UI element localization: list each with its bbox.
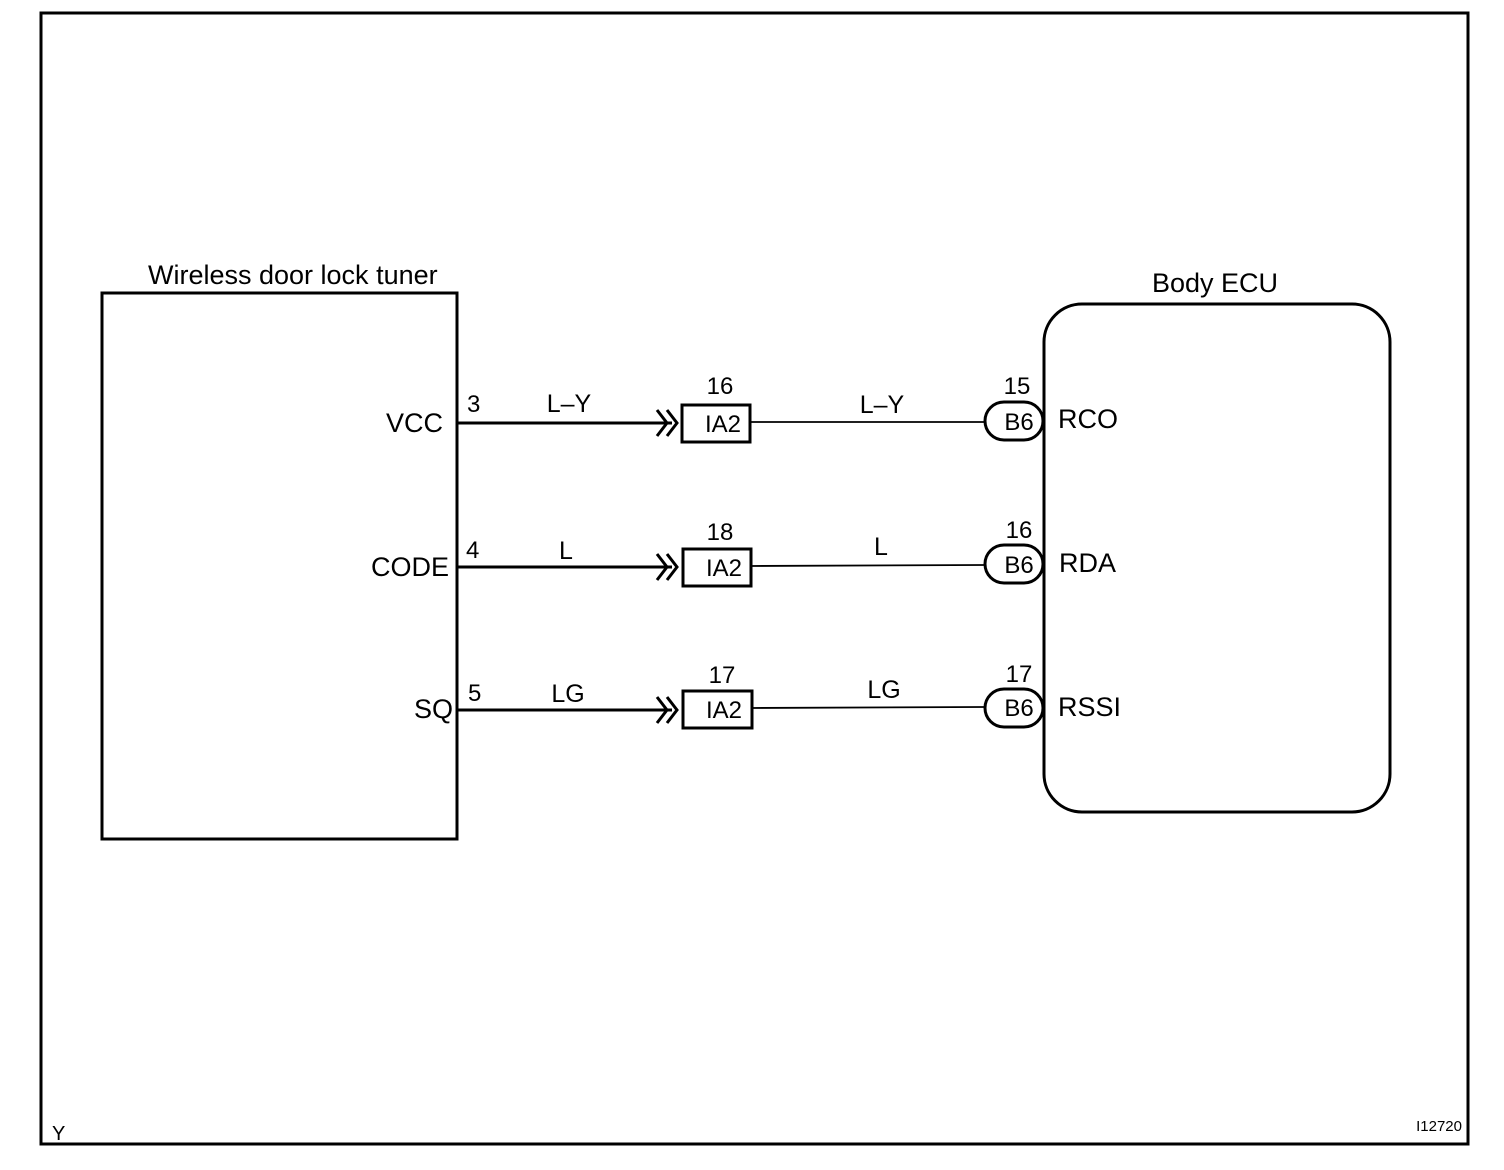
- junction-connector-label: IA2: [706, 555, 742, 582]
- tuner-title: Wireless door lock tuner: [148, 260, 438, 290]
- tuner-terminal-number: 5: [468, 680, 481, 707]
- connector-chevron: [655, 553, 679, 581]
- circuit-vcc: VCC 3 L–Y 16 IA2 L–Y 15 B6 RCO: [386, 373, 1118, 444]
- circuit-sq: SQ 5 LG 17 IA2 LG 17 B6 RSSI: [414, 661, 1121, 730]
- wire-color-label: L–Y: [860, 391, 905, 419]
- wire-color-label: L: [559, 537, 573, 565]
- junction-connector-box: [680, 403, 752, 444]
- ecu-pin-label: RDA: [1059, 548, 1116, 578]
- wire-color-label: LG: [551, 680, 584, 708]
- junction-pin-number: 17: [709, 662, 736, 689]
- ecu-pin-label: RSSI: [1058, 692, 1121, 722]
- corner-mark: Y: [52, 1123, 65, 1145]
- ecu-pin-label: RCO: [1058, 404, 1118, 434]
- wire-right: [751, 706, 985, 709]
- wire-color-label: L: [874, 533, 888, 561]
- junction-connector-box: [681, 547, 753, 588]
- wire-color-label: LG: [867, 676, 900, 704]
- connector-chevron: [655, 696, 679, 724]
- junction-pin-number: 18: [707, 519, 734, 546]
- tuner-terminal-number: 4: [466, 537, 479, 564]
- ecu-box: [1042, 302, 1392, 814]
- ecu-title: Body ECU: [1152, 268, 1278, 298]
- ecu-connector-capsule: [983, 400, 1045, 442]
- tuner-pin-label: CODE: [371, 552, 449, 582]
- tuner-terminal-number: 3: [467, 391, 480, 418]
- junction-connector-label: IA2: [706, 697, 742, 724]
- ecu-connector-capsule: [983, 543, 1045, 585]
- ecu-connector-pin-number: 17: [1006, 661, 1033, 688]
- circuit-code: CODE 4 L 18 IA2 L 16 B6 RDA: [371, 517, 1116, 588]
- junction-connector-box: [681, 689, 754, 730]
- connector-chevron: [655, 409, 679, 437]
- tuner-pin-label: VCC: [386, 408, 443, 438]
- ecu-connector-pin-number: 16: [1006, 517, 1033, 544]
- ecu-connector-label: B6: [1004, 409, 1033, 436]
- tuner-pin-label: SQ: [414, 694, 453, 724]
- ecu-connector-pin-number: 15: [1004, 373, 1031, 400]
- junction-connector-label: IA2: [705, 411, 741, 438]
- diagram-frame: [39, 11, 1470, 1146]
- ecu-connector-capsule: [983, 687, 1045, 729]
- ecu-connector-label: B6: [1004, 695, 1033, 722]
- junction-pin-number: 16: [707, 373, 734, 400]
- ecu-connector-label: B6: [1004, 552, 1033, 579]
- figure-id: I12720: [1416, 1118, 1462, 1135]
- wire-color-label: L–Y: [547, 390, 592, 418]
- wire-right: [750, 564, 985, 567]
